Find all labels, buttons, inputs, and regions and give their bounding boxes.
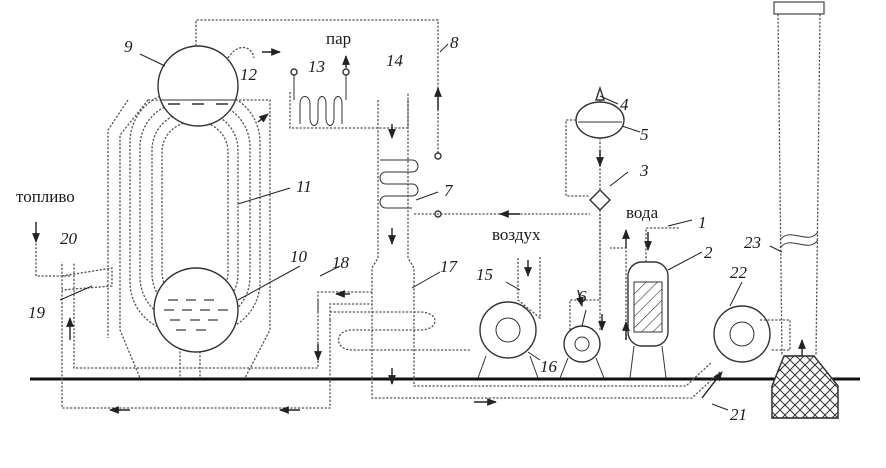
fuel-label: топливо — [16, 187, 75, 206]
air-label: воздух — [492, 225, 541, 244]
economiser — [257, 100, 590, 385]
steam-label: пар — [326, 29, 351, 48]
label-15: 15 — [476, 265, 493, 284]
label-3: 3 — [639, 161, 649, 180]
lower-drum — [153, 267, 239, 353]
valve-loop — [227, 46, 255, 59]
label-16: 16 — [540, 357, 558, 376]
label-14: 14 — [386, 51, 404, 70]
label-18: 18 — [332, 253, 350, 272]
upper-drum — [157, 45, 239, 127]
label-17: 17 — [440, 257, 459, 276]
label-11: 11 — [296, 177, 312, 196]
label-12: 12 — [240, 65, 258, 84]
label-1: 1 — [698, 213, 707, 232]
label-10: 10 — [290, 247, 308, 266]
water-label: вода — [626, 203, 659, 222]
label-8: 8 — [450, 33, 459, 52]
label-7: 7 — [444, 181, 454, 200]
label-4: 4 — [620, 95, 629, 114]
water-filter — [610, 227, 680, 379]
exhaust-fan — [713, 305, 806, 363]
burner — [32, 222, 113, 291]
label-13: 13 — [308, 57, 325, 76]
label-19: 19 — [28, 303, 46, 322]
air-heater — [61, 262, 470, 414]
flue-duct — [371, 361, 723, 406]
label-6: 6 — [578, 287, 587, 306]
superheater — [289, 55, 409, 129]
chimney — [771, 1, 839, 419]
label-5: 5 — [640, 125, 649, 144]
steam-line — [195, 19, 442, 160]
deaerator — [565, 85, 625, 331]
label-9: 9 — [124, 37, 133, 56]
label-21: 21 — [730, 405, 747, 424]
label-20: 20 — [60, 229, 78, 248]
label-22: 22 — [730, 263, 748, 282]
air-fan — [477, 256, 541, 379]
leader-lines — [59, 43, 783, 411]
label-23: 23 — [744, 233, 761, 252]
label-2: 2 — [704, 243, 713, 262]
